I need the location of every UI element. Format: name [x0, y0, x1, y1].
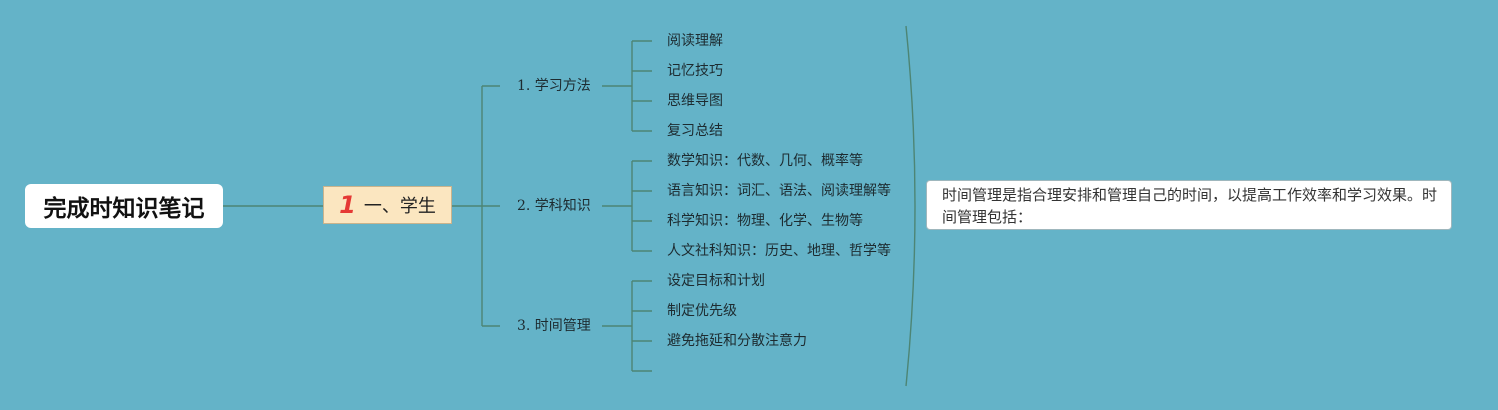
leaf-item[interactable]: 记忆技巧	[667, 63, 723, 79]
main-topic-label: 一、学生	[363, 196, 436, 217]
leaf-item[interactable]: 语言知识：词汇、语法、阅读理解等	[667, 183, 891, 199]
main-topic[interactable]: 1 一、学生	[323, 186, 452, 224]
root-topic[interactable]: 完成时知识笔记	[25, 184, 223, 228]
leaf-item[interactable]: 设定目标和计划	[667, 273, 765, 289]
leaf-item[interactable]: 科学知识：物理、化学、生物等	[667, 213, 863, 229]
leaf-item[interactable]: 人文社科知识：历史、地理、哲学等	[667, 243, 891, 259]
leaf-item[interactable]: 阅读理解	[667, 33, 723, 49]
priority-badge-icon: 1	[339, 191, 356, 219]
leaf-item[interactable]: 思维导图	[667, 93, 723, 109]
root-title: 完成时知识笔记	[43, 196, 205, 222]
subtopic-study-methods[interactable]: 1. 学习方法	[517, 78, 591, 94]
subtopic-time-management[interactable]: 3. 时间管理	[517, 318, 591, 334]
leaf-item[interactable]: 复习总结	[667, 123, 723, 139]
leaf-item[interactable]: 避免拖延和分散注意力	[667, 333, 807, 349]
leaf-item[interactable]: 制定优先级	[667, 303, 737, 319]
summary-brace	[905, 25, 916, 387]
summary-note[interactable]: 时间管理是指合理安排和管理自己的时间，以提高工作效率和学习效果。时间管理包括：	[926, 180, 1452, 230]
subtopic-subject-knowledge[interactable]: 2. 学科知识	[517, 198, 591, 214]
leaf-item[interactable]: 数学知识：代数、几何、概率等	[667, 153, 863, 169]
